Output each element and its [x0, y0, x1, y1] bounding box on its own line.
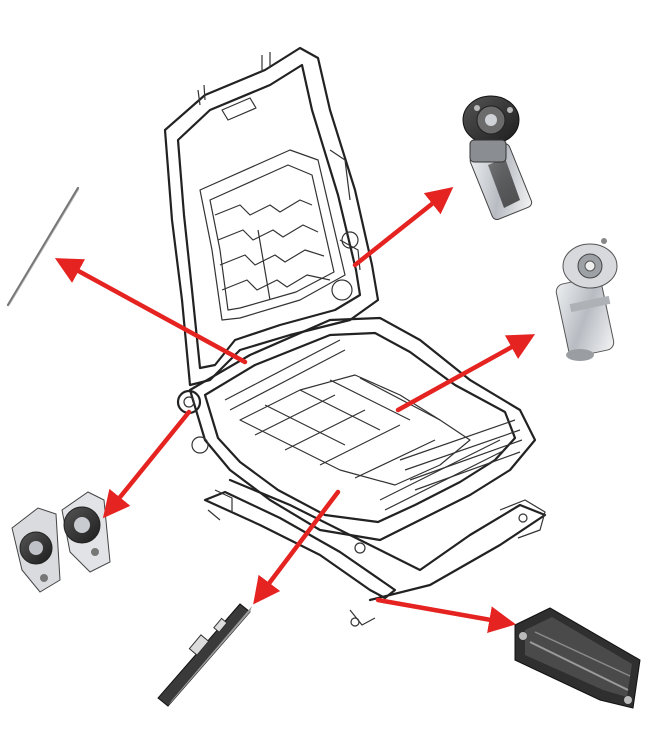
recliner-icon — [11, 491, 111, 593]
arrow-to-geared-motor — [352, 186, 454, 268]
arrow-to-recliner — [102, 409, 192, 519]
arrows-layer — [54, 186, 536, 634]
arrow-to-cylinder-motor — [395, 334, 536, 413]
geared-motor-icon — [462, 95, 533, 221]
arrow-to-rail-long — [375, 597, 516, 634]
arrow-to-wire-rod — [54, 258, 248, 365]
cylinder-motor-icon — [555, 238, 618, 361]
seat-frame-line-art — [163, 46, 547, 627]
rail-track-icon — [514, 607, 641, 709]
arrow-to-rail-short — [253, 489, 341, 605]
rail-bracket-icon — [157, 603, 252, 707]
wire-rod-icon — [6, 186, 80, 307]
